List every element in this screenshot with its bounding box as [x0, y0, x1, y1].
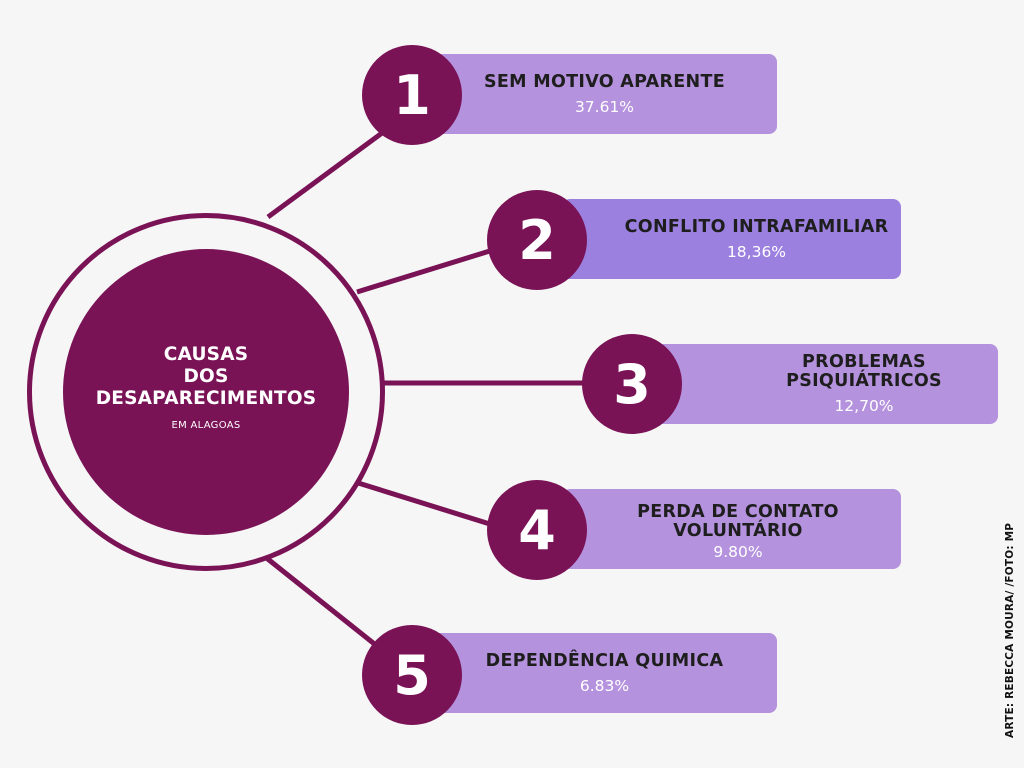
- number-badge-1: 1: [362, 45, 462, 145]
- connector-line-4: [354, 479, 494, 528]
- hub-title-line-3: DESAPARECIMENTOS: [95, 387, 317, 409]
- cause-card-2: CONFLITO INTRAFAMILIAR 18,36%: [562, 199, 901, 279]
- cause-card-1: SEM MOTIVO APARENTE 37.61%: [432, 54, 777, 134]
- connector-line-5: [262, 554, 384, 652]
- cause-card-3: PROBLEMAS PSIQUIÁTRICOS 12,70%: [655, 344, 998, 424]
- cause-label: SEM MOTIVO APARENTE: [484, 71, 725, 92]
- hub-title-line-1: CAUSAS: [163, 343, 249, 365]
- connector-line-2: [356, 247, 494, 295]
- image-credit: ARTE: REBECCA MOURA/ /FOTO: MP: [1004, 522, 1016, 738]
- number-badge-4: 4: [487, 480, 587, 580]
- cause-label: PERDA DE CONTATO VOLUNTÁRIO: [637, 503, 839, 541]
- hub-circle: CAUSAS DOS DESAPARECIMENTOS EM ALAGOAS: [63, 249, 349, 535]
- cause-card-5: DEPENDÊNCIA QUIMICA 6.83%: [432, 633, 777, 713]
- cause-percentage: 18,36%: [726, 242, 787, 261]
- cause-label: CONFLITO INTRAFAMILIAR: [624, 216, 889, 237]
- number-badge-3: 3: [582, 334, 682, 434]
- hub-subtitle: EM ALAGOAS: [171, 419, 241, 431]
- cause-card-4: PERDA DE CONTATO VOLUNTÁRIO 9.80%: [562, 489, 901, 569]
- number-badge-5: 5: [362, 625, 462, 725]
- cause-label: PROBLEMAS PSIQUIÁTRICOS: [786, 352, 942, 391]
- cause-percentage: 6.83%: [579, 676, 630, 695]
- connector-line-1: [266, 130, 384, 220]
- hub-title: CAUSAS DOS DESAPARECIMENTOS: [96, 344, 317, 410]
- cause-label-line-2: VOLUNTÁRIO: [673, 521, 803, 541]
- cause-percentage: 12,70%: [834, 397, 894, 415]
- cause-percentage: 9.80%: [713, 543, 763, 561]
- cause-label-line-1: PERDA DE CONTATO: [637, 502, 839, 522]
- cause-percentage: 37.61%: [574, 97, 635, 116]
- cause-label: DEPENDÊNCIA QUIMICA: [485, 650, 724, 671]
- hub-title-line-2: DOS: [183, 365, 229, 387]
- number-badge-2: 2: [487, 190, 587, 290]
